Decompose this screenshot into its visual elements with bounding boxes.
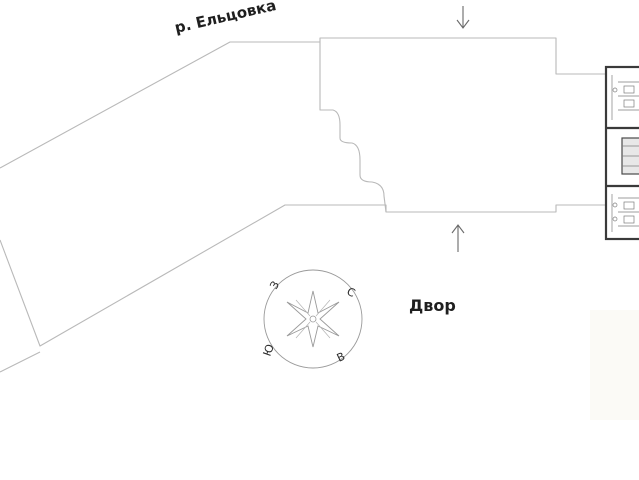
yard-label: Двор <box>409 296 456 315</box>
entry-arrow-bottom <box>451 224 465 252</box>
building-floor-plan <box>604 65 639 241</box>
river-label: р. Ельцовка <box>173 0 278 37</box>
compass-star-icon <box>286 290 340 348</box>
territory-edge-north <box>0 37 605 169</box>
territory-outline <box>0 37 605 373</box>
compass-rose: С В Ю З <box>261 269 363 369</box>
entry-arrow-top <box>456 6 470 29</box>
stepped-notch <box>319 42 387 213</box>
shaded-area <box>590 310 639 420</box>
territory-edge-south <box>0 204 605 373</box>
compass-ring <box>263 269 363 369</box>
compass-north-label: С <box>345 285 358 300</box>
compass-south-label: Ю <box>261 342 277 358</box>
compass-east-label: В <box>335 350 347 365</box>
building-outer-wall <box>604 65 639 241</box>
compass-west-label: З <box>267 279 282 292</box>
